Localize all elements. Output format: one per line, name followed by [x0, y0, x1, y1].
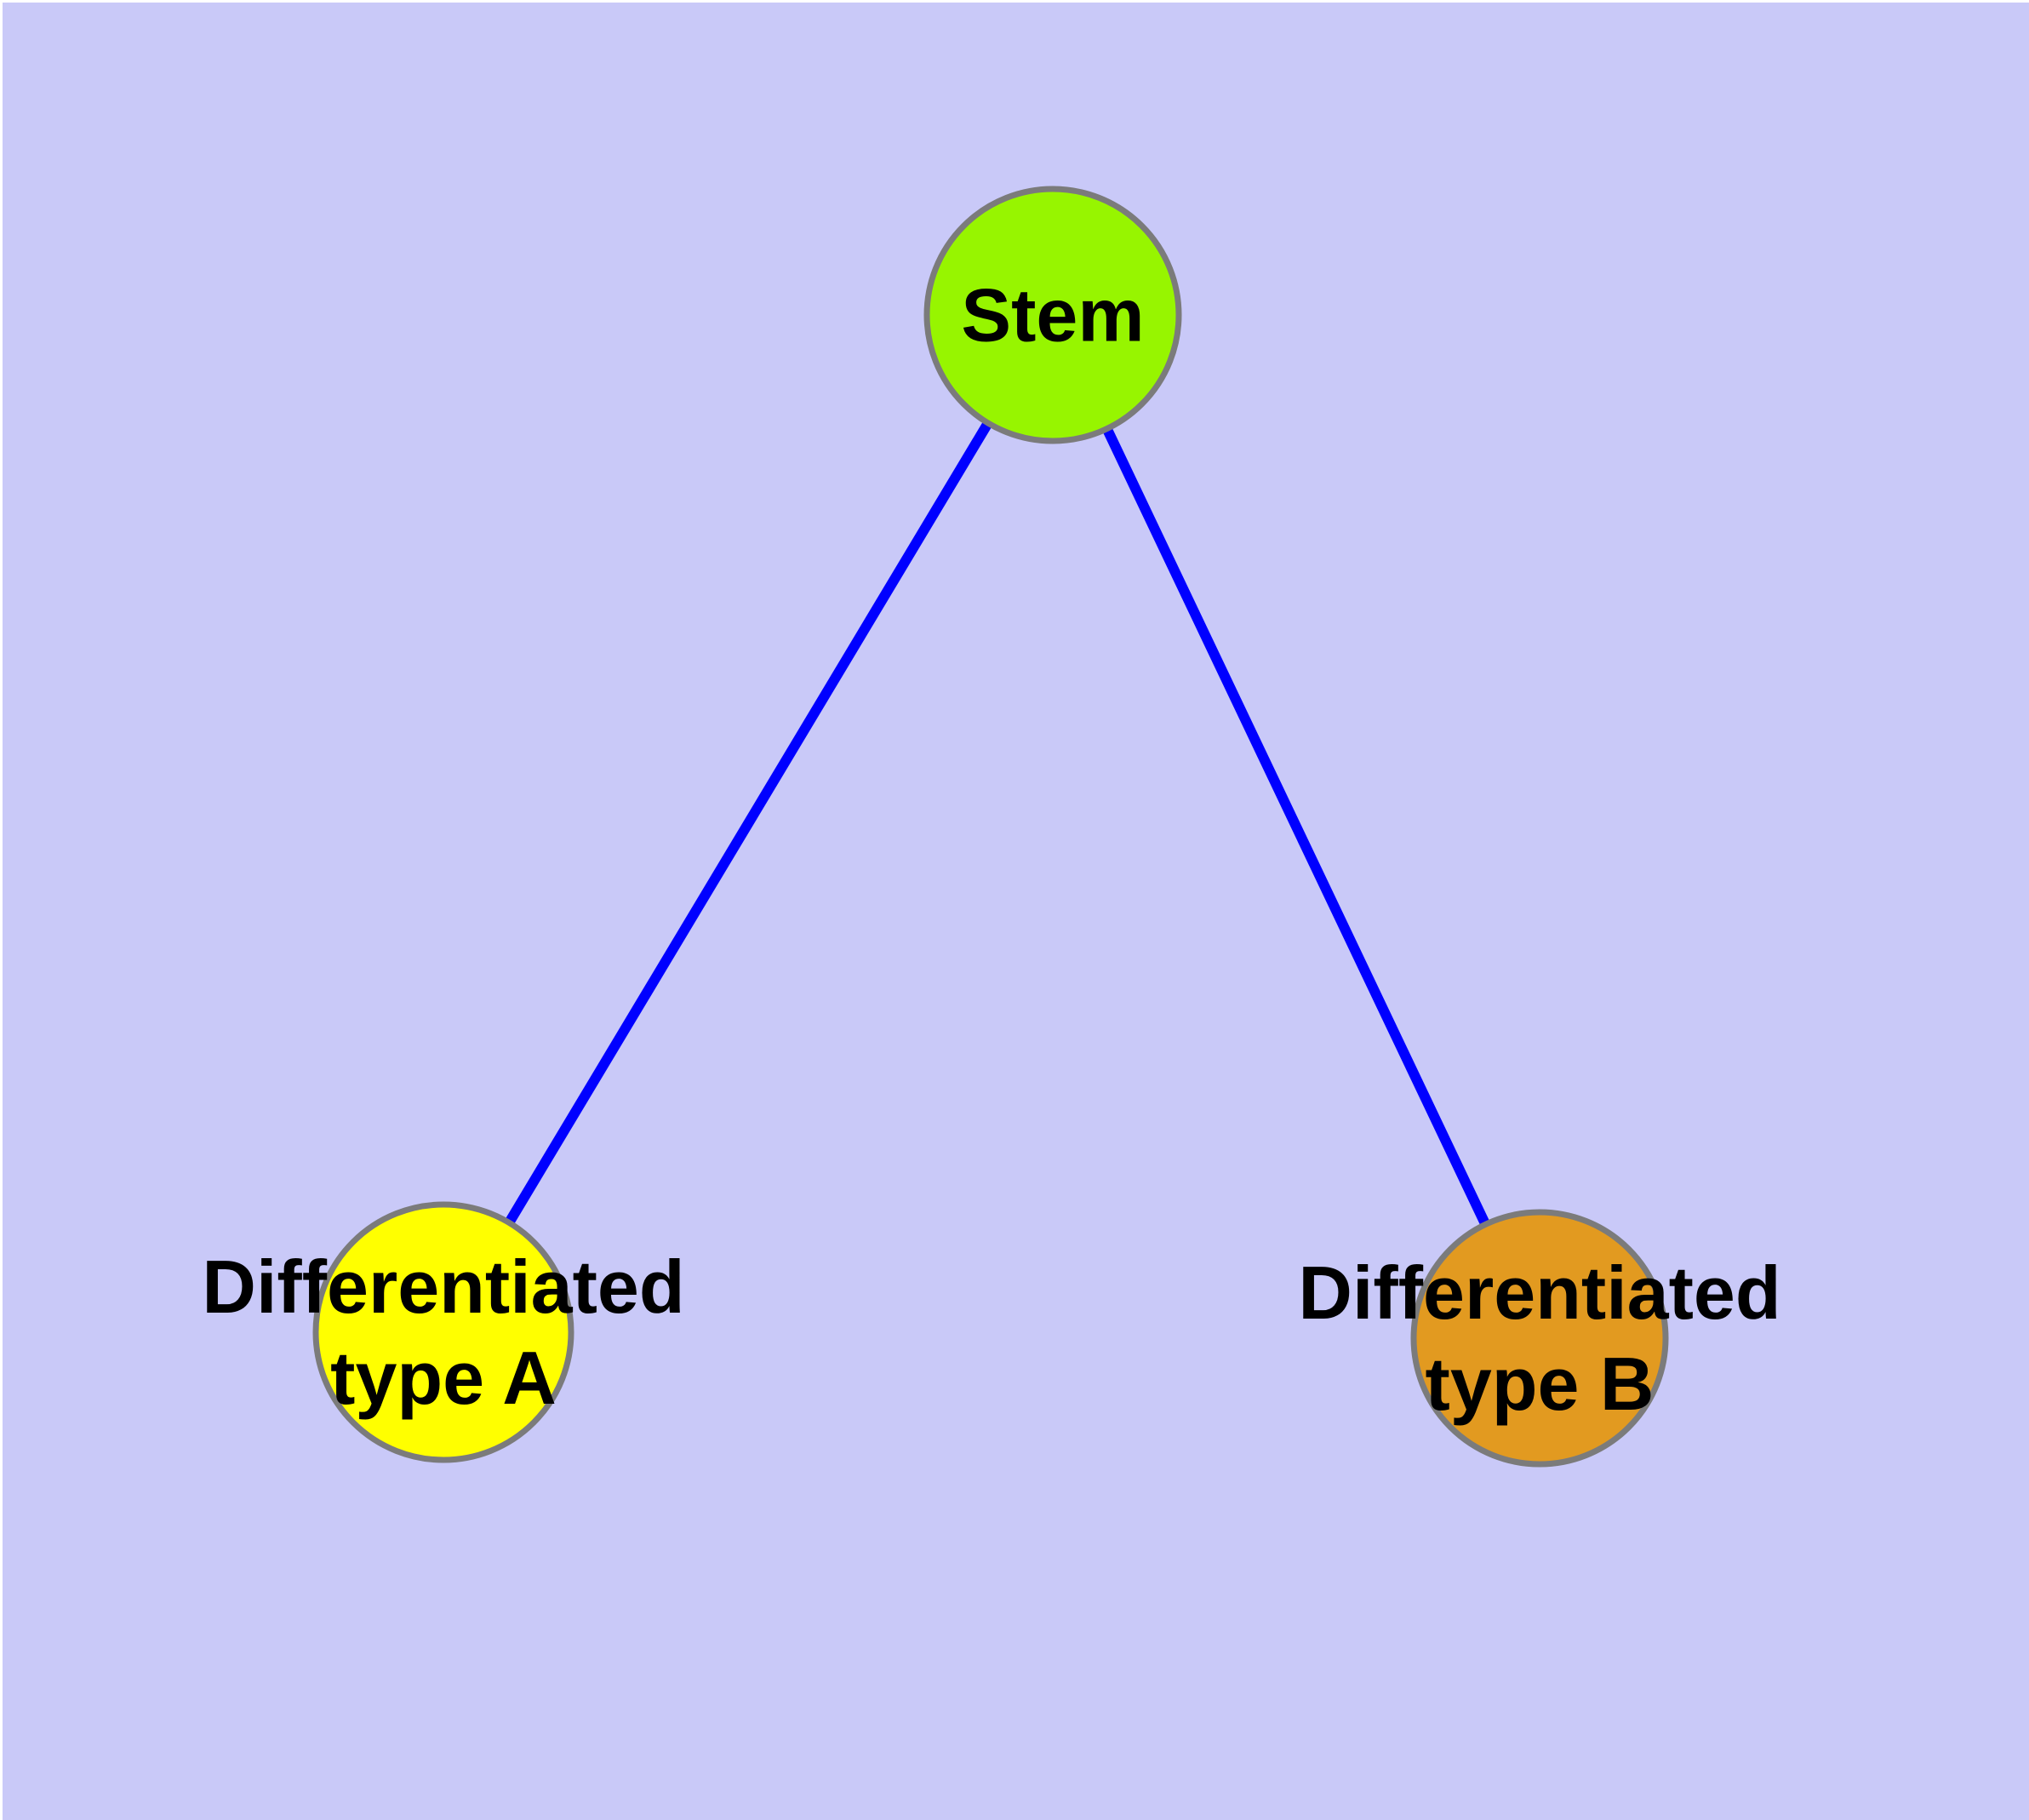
node-differentiated-type-b-label-line-0: Differentiated	[1298, 1251, 1780, 1335]
node-stem-label: Stem	[961, 273, 1144, 358]
node-differentiated-type-b-circle	[1410, 1209, 1669, 1468]
edge-stem-to-differentiated-type-a	[438, 312, 1058, 1336]
node-stem-circle	[923, 186, 1182, 444]
node-stem-label-line-0: Stem	[961, 273, 1144, 358]
node-differentiated-type-b-label-line-1: type B	[1426, 1342, 1655, 1426]
node-differentiated-type-a-label-line-1: type A	[330, 1336, 557, 1420]
edge-stem-to-differentiated-type-b	[1048, 312, 1545, 1341]
node-differentiated-type-a-circle	[312, 1201, 574, 1463]
node-differentiated-type-a-label-line-0: Differentiated	[202, 1245, 684, 1329]
nodes-layer	[312, 186, 1669, 1468]
edges-layer	[438, 312, 1545, 1341]
